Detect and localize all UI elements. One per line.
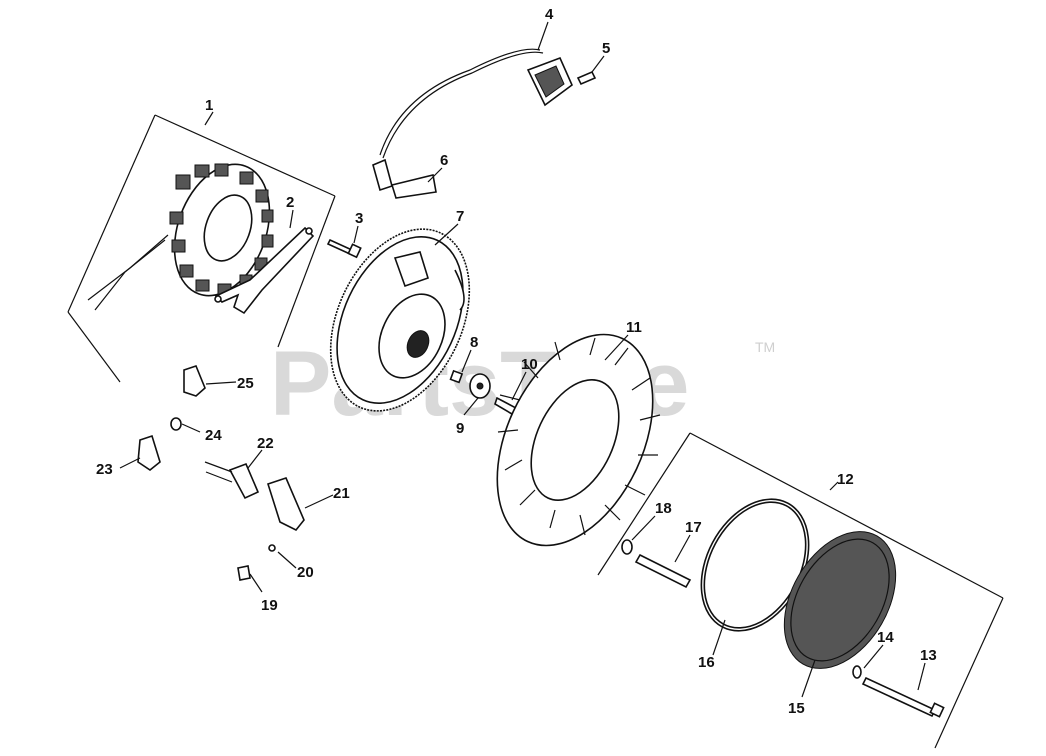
callout-12: 12	[837, 471, 854, 488]
hardware-8-9-10-illustration	[449, 369, 518, 416]
callout-25: 25	[237, 375, 254, 392]
callout-6: 6	[440, 152, 448, 169]
flywheel-illustration	[329, 228, 471, 412]
callout-14: 14	[877, 629, 894, 646]
stator-illustration	[87, 163, 274, 311]
callout-15: 15	[788, 700, 805, 717]
lower-left-hardware-illustration	[137, 365, 305, 581]
screen-assembly-bracket	[597, 432, 1004, 749]
callout-23: 23	[96, 461, 113, 478]
watermark-trademark: TM	[755, 339, 775, 355]
callout-11: 11	[626, 319, 642, 336]
callout-19: 19	[261, 597, 278, 614]
callout-1: 1	[205, 97, 213, 114]
callout-20: 20	[297, 564, 314, 581]
callout-24: 24	[205, 427, 222, 444]
callout-labels: 1 2 3 4 5 6 7 8 9 10 11 12 13 14 15 16 1…	[96, 6, 937, 717]
callout-7: 7	[456, 208, 464, 225]
bracket-illustration	[214, 226, 315, 315]
callout-5: 5	[602, 40, 610, 57]
callout-21: 21	[333, 485, 350, 502]
stator-assembly-bracket	[67, 111, 336, 383]
callout-18: 18	[655, 500, 672, 517]
callout-9: 9	[456, 420, 464, 437]
callout-4: 4	[545, 6, 554, 23]
callout-17: 17	[685, 519, 702, 536]
bolt-illustration	[326, 238, 362, 259]
cooling-fan-illustration	[496, 333, 661, 547]
ignition-lead-illustration	[372, 48, 597, 199]
callout-8: 8	[470, 334, 478, 351]
callout-10: 10	[521, 356, 538, 373]
callout-2: 2	[286, 194, 294, 211]
callout-22: 22	[257, 435, 274, 452]
leader-lines	[119, 21, 926, 698]
callout-16: 16	[698, 654, 715, 671]
callout-13: 13	[920, 647, 937, 664]
callout-3: 3	[355, 210, 363, 227]
